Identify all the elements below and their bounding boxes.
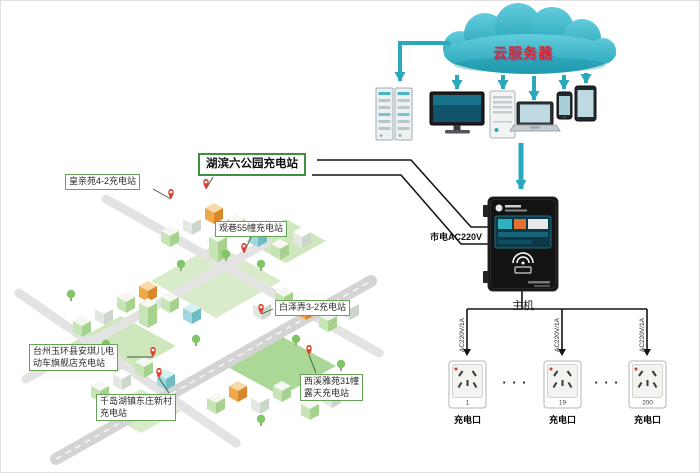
port-label-2: 充电口 <box>548 415 576 425</box>
contactless-icon <box>512 252 534 264</box>
port-label-1: 充电口 <box>453 415 481 425</box>
server-rack-icon-2 <box>394 87 413 141</box>
station-label-baizenong: 白泽弄3-2充电站 <box>275 300 351 316</box>
host-unit-icon <box>483 196 559 292</box>
station-label-xixi-yayuan: 西溪雅苑31幢 露天充电站 <box>300 374 364 402</box>
monitor-icon <box>429 91 485 134</box>
station-label-guanxiang: 观巷55幢充电站 <box>215 221 288 237</box>
signal-power-wires <box>312 159 651 356</box>
port-wire-label-3: AC220V/1A <box>639 317 646 352</box>
port-wire-label-1: AC220V/1A <box>459 317 466 352</box>
server-rack-icon <box>375 87 394 141</box>
socket-number-1: 1 <box>466 400 470 407</box>
mains-power-label: 市电AC220V <box>429 232 483 242</box>
laptop-icon <box>509 101 561 132</box>
ellipsis-2: · · · <box>594 375 620 390</box>
socket-number-3: 200 <box>642 400 653 407</box>
station-label-taizhou-store: 台州玉环县安琪儿电 动车旗舰店充电站 <box>29 344 119 372</box>
port-wire-label-2: AC220V/1A <box>554 317 561 352</box>
ellipsis-1: · · · <box>502 375 528 390</box>
cloud-server-label: 云服务器 <box>493 45 553 61</box>
socket-number-2: 19 <box>559 400 567 407</box>
cloud-device-arrows <box>394 41 592 101</box>
station-label-huangqinyuan: 皇亲苑4-2充电站 <box>65 174 141 190</box>
tablet-icon <box>574 85 597 122</box>
desktop-tower-icon <box>489 90 516 139</box>
station-label-qiandaohu: 千岛湖镇东庄新村 充电站 <box>96 394 177 422</box>
host-label: 主机 <box>512 300 534 312</box>
port-label-3: 充电口 <box>633 415 661 425</box>
port-wire-labels: AC220V/1A AC220V/1A AC220V/1A <box>459 317 646 352</box>
cloud-server-icon <box>443 3 616 74</box>
smartphone-icon <box>556 91 573 120</box>
station-label-hubin-park: 湖滨六公园充电站 <box>198 153 306 176</box>
